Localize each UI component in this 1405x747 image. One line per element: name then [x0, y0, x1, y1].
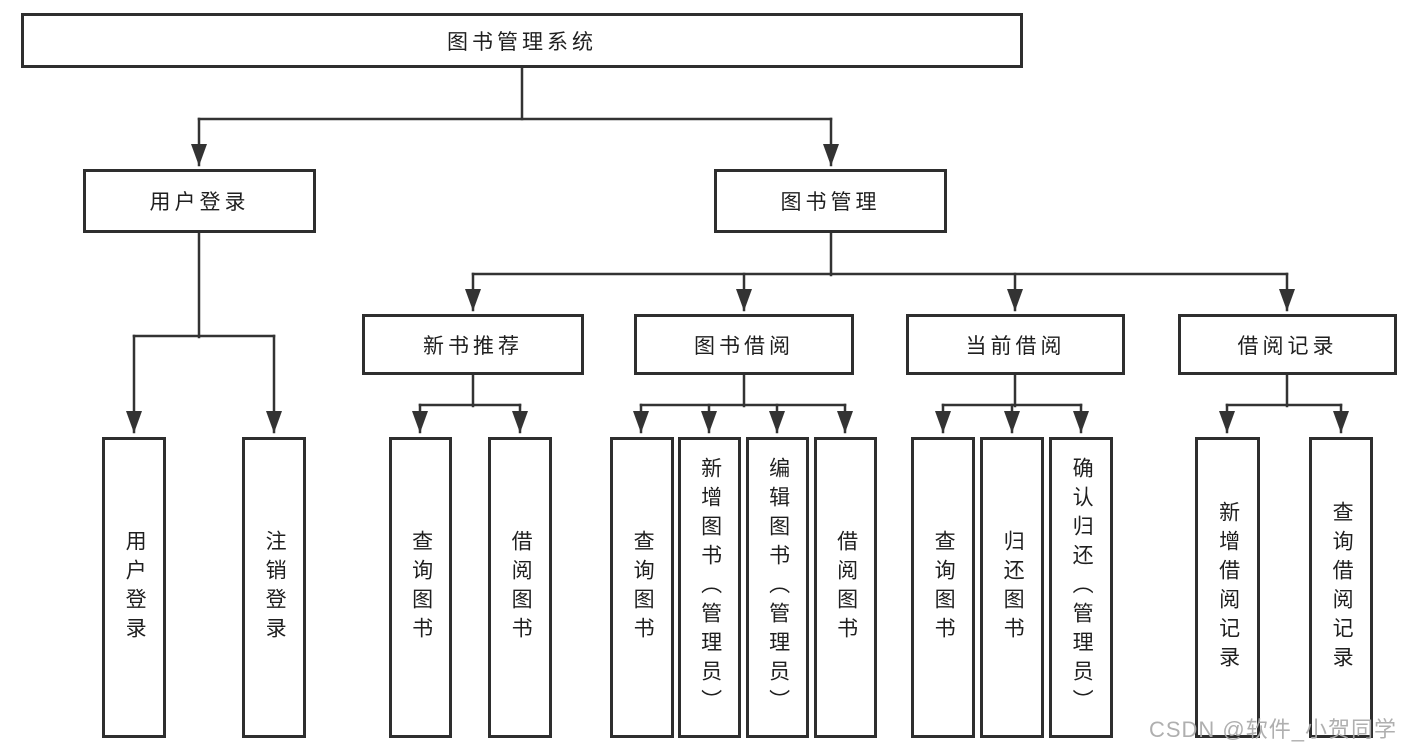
node-label: 确认归还（管理员）	[1070, 457, 1094, 718]
node-current-borrowing: 当前借阅	[906, 314, 1125, 375]
node-label: 查询图书	[932, 529, 956, 646]
node-label: 查询借阅记录	[1330, 500, 1354, 675]
node-label: 图书借阅	[694, 334, 794, 358]
leaf-add-book-admin: 新增图书（管理员）	[678, 437, 741, 738]
leaf-query-borrow-record: 查询借阅记录	[1309, 437, 1373, 738]
node-label: 归还图书	[1001, 529, 1025, 646]
leaf-logout: 注销登录	[242, 437, 306, 738]
leaf-query-books-recommend: 查询图书	[389, 437, 452, 738]
leaf-add-borrow-record: 新增借阅记录	[1195, 437, 1260, 738]
node-label: 用户登录	[149, 191, 250, 214]
node-label: 查询图书	[631, 529, 655, 646]
node-label: 借阅图书	[509, 529, 533, 646]
node-label: 用户登录	[123, 529, 147, 646]
node-user-login: 用户登录	[83, 169, 316, 233]
node-label: 查询图书	[409, 529, 433, 646]
leaf-return-book: 归还图书	[980, 437, 1044, 738]
node-label: 当前借阅	[965, 334, 1066, 358]
node-label: 编辑图书（管理员）	[766, 457, 790, 718]
csdn-watermark: CSDN @软件_小贺同学	[1148, 717, 1397, 742]
node-label: 图书管理系统	[447, 30, 597, 54]
leaf-borrow-books-recommend: 借阅图书	[488, 437, 552, 738]
leaf-user-login: 用户登录	[102, 437, 166, 738]
leaf-edit-book-admin: 编辑图书（管理员）	[746, 437, 809, 738]
node-label: 新增借阅记录	[1216, 500, 1240, 675]
node-label: 注销登录	[263, 529, 287, 646]
node-borrowing-records: 借阅记录	[1178, 314, 1397, 375]
leaf-confirm-return-admin: 确认归还（管理员）	[1049, 437, 1113, 738]
node-new-book-recommend: 新书推荐	[362, 314, 584, 375]
node-library-system: 图书管理系统	[21, 13, 1023, 68]
leaf-query-books-current: 查询图书	[911, 437, 975, 738]
node-label: 新增图书（管理员）	[698, 457, 722, 718]
node-label: 借阅图书	[834, 529, 858, 646]
node-label: 新书推荐	[423, 334, 523, 358]
node-label: 借阅记录	[1237, 334, 1338, 358]
node-book-management: 图书管理	[714, 169, 947, 233]
leaf-borrow-books-borrowing: 借阅图书	[814, 437, 877, 738]
node-label: 图书管理	[780, 191, 881, 214]
leaf-query-books-borrowing: 查询图书	[610, 437, 674, 738]
node-book-borrowing: 图书借阅	[634, 314, 854, 375]
